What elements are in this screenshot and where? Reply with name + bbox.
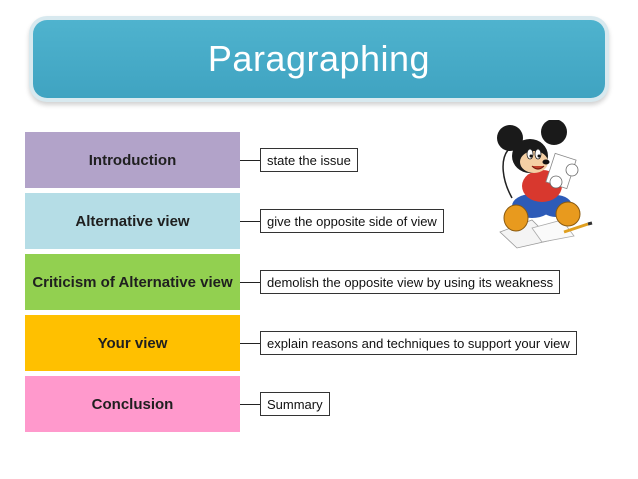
step-label: Criticism of Alternative view: [32, 273, 233, 291]
step-criticism: Criticism of Alternative view: [25, 254, 240, 310]
step-label: Conclusion: [91, 395, 174, 413]
step-description: explain reasons and techniques to suppor…: [260, 331, 577, 355]
step-your-view: Your view: [25, 315, 240, 371]
description-text: Summary: [267, 396, 323, 412]
description-text: give the opposite side of view: [267, 213, 437, 229]
connector-line: [240, 343, 260, 344]
description-text: explain reasons and techniques to suppor…: [267, 335, 570, 351]
step-description: demolish the opposite view by using its …: [260, 270, 561, 294]
connector-line: [240, 282, 260, 283]
step-description: state the issue: [260, 148, 358, 172]
step-label: Introduction: [88, 151, 177, 169]
description-text: demolish the opposite view by using its …: [267, 274, 554, 290]
step-conclusion: Conclusion: [25, 376, 240, 432]
step-label: Alternative view: [75, 212, 190, 230]
page-title: Paragraphing: [207, 38, 431, 79]
step-description: give the opposite side of view: [260, 209, 444, 233]
title-banner: Paragraphing: [33, 20, 605, 98]
description-text: state the issue: [267, 152, 351, 168]
step-description: Summary: [260, 392, 330, 416]
step-introduction: Introduction: [25, 132, 240, 188]
connector-line: [240, 404, 260, 405]
cartoon-mouse-writing-icon: [497, 120, 593, 249]
connector-line: [240, 160, 260, 161]
step-alternative-view: Alternative view: [25, 193, 240, 249]
step-label: Your view: [97, 334, 168, 352]
connector-line: [240, 221, 260, 222]
